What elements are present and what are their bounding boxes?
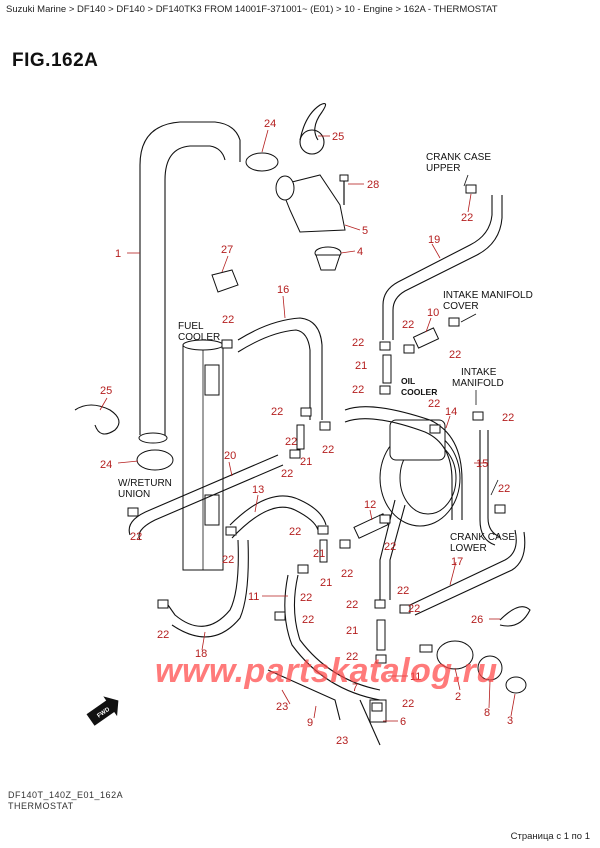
svg-text:22: 22	[428, 398, 440, 410]
callout-12: 12	[364, 499, 376, 511]
label-w-return-union: W/RETURN	[118, 478, 172, 489]
svg-text:25: 25	[100, 385, 112, 397]
figure-code: DF140T_140Z_E01_162A	[8, 790, 124, 800]
svg-text:22: 22	[322, 444, 334, 456]
callout-28: 28	[367, 179, 379, 191]
svg-text:24: 24	[100, 459, 112, 471]
svg-text:22: 22	[346, 599, 358, 611]
callout-11: 11	[248, 591, 259, 603]
label-fuel-cooler: FUEL	[178, 321, 204, 332]
leader-lines	[99, 129, 516, 722]
callout-10: 10	[427, 307, 439, 319]
svg-text:21: 21	[313, 548, 325, 560]
label-intake-manifold-cover: INTAKE MANIFOLD	[443, 290, 533, 301]
figure-name: THERMOSTAT	[8, 801, 74, 811]
svg-text:22: 22	[222, 314, 234, 326]
svg-text:21: 21	[320, 577, 332, 589]
svg-text:COOLER: COOLER	[401, 387, 437, 397]
page-indicator: Страница с 1 по 1	[510, 831, 590, 842]
callout-numbers: 1 24 25 28 5 4 27 16 19 22 10 22 22 22 2…	[100, 118, 514, 747]
svg-text:22: 22	[222, 554, 234, 566]
callout-25: 25	[332, 131, 344, 143]
svg-text:22: 22	[402, 319, 414, 331]
clamp-22-group	[127, 184, 506, 712]
svg-text:COOLER: COOLER	[178, 332, 220, 343]
svg-text:22: 22	[502, 412, 514, 424]
callout-26: 26	[471, 614, 483, 626]
callout-7: 7	[352, 682, 358, 694]
svg-text:22: 22	[346, 651, 358, 663]
svg-text:UPPER: UPPER	[426, 163, 460, 174]
callout-8: 8	[484, 707, 490, 719]
callout-1: 1	[115, 248, 121, 260]
callout-5: 5	[362, 225, 368, 237]
callout-14: 14	[445, 406, 457, 418]
label-crank-case-upper: CRANK CASE	[426, 152, 491, 163]
svg-text:LOWER: LOWER	[450, 543, 487, 554]
svg-text:21: 21	[346, 625, 358, 637]
svg-text:22: 22	[302, 614, 314, 626]
breadcrumb[interactable]: Suzuki Marine > DF140 > DF140 > DF140TK3…	[6, 4, 498, 15]
watermark: www.partskatalog.ru	[155, 652, 498, 690]
svg-text:22: 22	[271, 406, 283, 418]
svg-text:22: 22	[281, 468, 293, 480]
label-oil-cooler: OIL	[401, 376, 415, 386]
svg-text:22: 22	[285, 436, 297, 448]
svg-text:22: 22	[397, 585, 409, 597]
svg-text:11: 11	[410, 671, 421, 683]
callout-16: 16	[277, 284, 289, 296]
callout-24: 24	[264, 118, 276, 130]
figure-title: FIG.162A	[12, 50, 99, 71]
svg-text:23: 23	[336, 735, 348, 747]
callout-27: 27	[221, 244, 233, 256]
callout-3: 3	[507, 715, 513, 727]
svg-text:MANIFOLD: MANIFOLD	[452, 378, 504, 389]
callout-18: 18	[195, 648, 207, 660]
callout-2: 2	[455, 691, 461, 703]
svg-text:22: 22	[449, 349, 461, 361]
hose-part-1	[139, 121, 241, 435]
label-crank-case-lower: CRANK CASE	[450, 532, 515, 543]
callout-13: 13	[252, 484, 264, 496]
svg-text:COVER: COVER	[443, 301, 479, 312]
callout-21: 21	[355, 360, 367, 372]
callout-4: 4	[357, 246, 363, 258]
callout-23: 23	[276, 701, 288, 713]
callout-6: 6	[400, 716, 406, 728]
callout-15: 15	[476, 458, 488, 470]
svg-text:22: 22	[130, 531, 142, 543]
svg-text:22: 22	[408, 603, 420, 615]
svg-text:22: 22	[341, 568, 353, 580]
svg-text:22: 22	[402, 698, 414, 710]
svg-text:22: 22	[498, 483, 510, 495]
callout-20: 20	[224, 450, 236, 462]
callout-19: 19	[428, 234, 440, 246]
svg-text:22: 22	[352, 384, 364, 396]
svg-text:UNION: UNION	[118, 489, 150, 500]
callout-9: 9	[307, 717, 313, 729]
svg-text:22: 22	[289, 526, 301, 538]
thermostat-housing	[279, 174, 346, 233]
svg-text:22: 22	[384, 541, 396, 553]
fwd-arrow-icon: FWD	[86, 696, 119, 726]
svg-text:22: 22	[157, 629, 169, 641]
label-intake-manifold: INTAKE	[461, 367, 497, 378]
callout-22: 22	[461, 212, 473, 224]
svg-text:21: 21	[300, 456, 312, 468]
callout-17: 17	[451, 556, 463, 568]
svg-text:22: 22	[300, 592, 312, 604]
svg-text:22: 22	[352, 337, 364, 349]
